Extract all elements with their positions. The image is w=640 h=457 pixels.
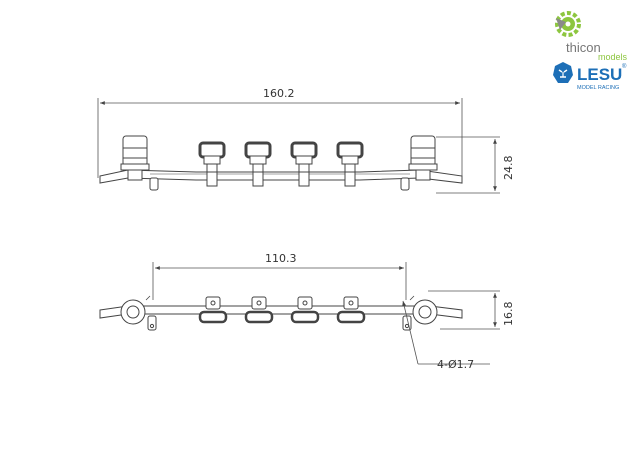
bottom-height-label: 16.8 xyxy=(502,302,515,327)
right-beacon-base xyxy=(402,295,438,331)
top-width-label: 160.2 xyxy=(263,87,295,100)
lesu-tagline: MODEL RACING xyxy=(577,85,619,91)
thicon-wordmark: thicon xyxy=(566,40,601,55)
thicon-suffix: models xyxy=(598,52,628,62)
top-width-dimension xyxy=(97,98,463,178)
mounting-tube-top xyxy=(99,305,463,319)
light-bar-front-view xyxy=(99,135,463,191)
right-beacon-light xyxy=(400,135,438,191)
lesu-logo: LESU ® MODEL RACING xyxy=(553,62,627,91)
spot-lamp-1 xyxy=(198,141,226,187)
hole-callout-label: 4-Ø1.7 xyxy=(437,358,474,371)
left-beacon-base xyxy=(120,295,157,331)
lion-head-icon xyxy=(553,62,573,83)
spot-lamp-top-3 xyxy=(290,296,320,324)
left-beacon-light xyxy=(120,135,159,191)
bottom-width-dimension xyxy=(152,262,407,300)
bottom-height-dimension xyxy=(428,290,500,330)
spot-lamp-top-2 xyxy=(244,296,274,324)
top-height-label: 24.8 xyxy=(502,156,515,181)
spot-lamp-top-1 xyxy=(198,296,228,324)
spot-lamp-top-4 xyxy=(336,296,366,324)
lesu-registered: ® xyxy=(622,63,627,70)
spot-lamp-2 xyxy=(244,141,272,187)
hole-callout-leader xyxy=(402,300,490,365)
thicon-logo: thicon models xyxy=(555,11,628,62)
top-height-dimension xyxy=(436,136,500,194)
gear-icon xyxy=(555,11,581,37)
light-bar-top-view xyxy=(99,295,463,331)
bottom-width-label: 110.3 xyxy=(265,252,297,265)
spot-lamp-3 xyxy=(290,141,318,187)
lesu-wordmark: LESU xyxy=(577,65,622,84)
spot-lamp-4 xyxy=(336,141,364,187)
